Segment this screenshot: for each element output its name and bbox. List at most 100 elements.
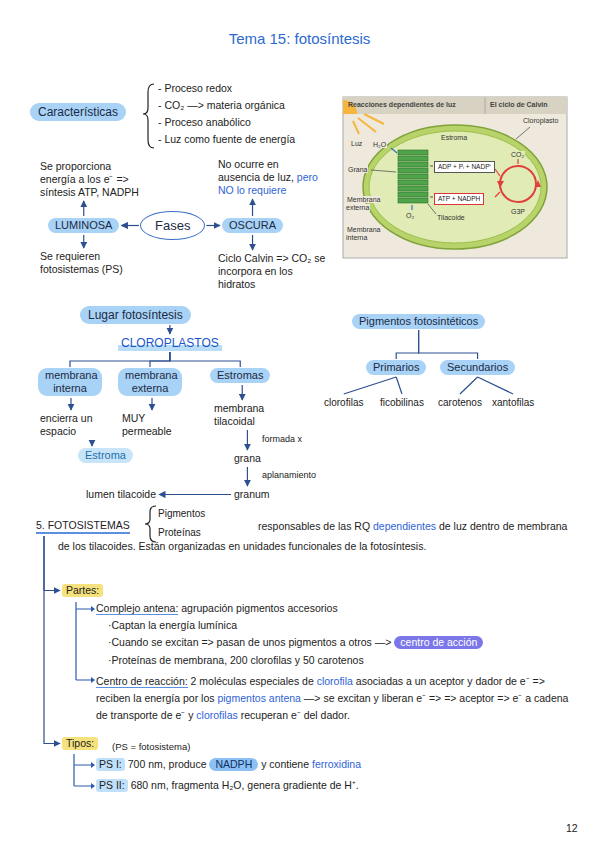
reaction-box: ADP + Pᵢ + NADP⁺	[434, 161, 495, 173]
text-block: (PS = fotosistema)	[112, 740, 190, 753]
node-text: centro de acción	[400, 636, 477, 648]
node-text: NADPH	[215, 758, 252, 770]
node-text: membrana externa	[125, 369, 178, 394]
connector	[70, 352, 170, 367]
text-block: PS II: 680 nm, fragmenta H₂O, genera grad…	[96, 779, 576, 792]
text-block: MUY permeable	[122, 412, 194, 438]
node-text: PS II:	[99, 779, 125, 791]
leader-arrow	[151, 398, 152, 410]
branch-line	[74, 754, 91, 786]
note-text: ·Cuando se excitan => pasan de unos pigm…	[108, 636, 391, 648]
grana-stack	[398, 150, 428, 203]
node-text: Estromas	[217, 369, 263, 381]
connector	[170, 352, 240, 367]
tree-line	[460, 377, 478, 394]
reaction-box: ATP + NADPH	[434, 193, 484, 205]
subheading: Partes:	[62, 584, 103, 597]
part-pill: membrana interna	[38, 368, 102, 396]
bracket	[143, 84, 154, 148]
leader-arrow	[247, 430, 248, 450]
note-text: Se requieren fotosistemas (PS)	[40, 250, 123, 275]
text-block: grana	[234, 452, 261, 465]
text-block: Proteínas	[158, 526, 201, 539]
panel-header	[343, 97, 567, 114]
note-text: encierra un espacio	[40, 412, 93, 437]
node-text: OSCURA	[229, 219, 276, 231]
note-text: Reacciones dependientes de luz	[348, 101, 456, 108]
tree-line	[478, 377, 514, 394]
text-block: Secundarios	[440, 360, 515, 375]
connector	[44, 536, 60, 591]
note-text: Tilacoide	[436, 214, 466, 221]
text-block: Estroma	[78, 448, 133, 463]
note-text: 2 moléculas especiales de	[191, 675, 314, 687]
branch-arrowhead	[91, 762, 95, 789]
text-block: PS I:700 nm, produceNADPHy contieneferro…	[96, 758, 576, 771]
connector	[206, 225, 220, 226]
calvin-cycle	[500, 166, 536, 202]
product-pill: NADPH	[209, 758, 258, 771]
group-pill: Primarios	[366, 360, 426, 375]
note-text: - Proceso redox	[158, 80, 343, 97]
text-block: ficobilinas	[380, 396, 424, 409]
text-block: - Proceso redox- CO₂ —> materia orgánica…	[158, 80, 343, 148]
leader-arrow	[70, 398, 71, 410]
text-block: OSCURA	[222, 218, 283, 233]
text-block: clorofilas	[324, 396, 363, 409]
part-pill: Estromas	[210, 368, 270, 383]
note-text: ficobilinas	[380, 397, 424, 408]
type-highlight: PS I:	[96, 758, 125, 771]
text-block: H₂O	[372, 141, 387, 149]
leader-arrow	[252, 199, 253, 216]
thylakoid-disc	[398, 174, 428, 179]
text-block: Lugar fotosíntesis	[80, 306, 191, 324]
note-text: Centro de reacción:	[96, 675, 188, 688]
thylakoid-disc	[398, 162, 428, 167]
highlight-pill: centro de acción	[394, 636, 483, 649]
connector	[169, 325, 170, 334]
note-text: lumen tilacoide	[86, 488, 156, 500]
leader-arrow	[83, 201, 84, 216]
text-block: Tilacoide	[436, 214, 466, 222]
note-text: dependientes	[373, 520, 436, 532]
note-text: (PS = fotosistema)	[112, 741, 190, 752]
phase-oval: Fases	[140, 211, 205, 240]
leader-arrow	[242, 385, 243, 400]
note-text: - CO₂ —> materia orgánica	[158, 97, 343, 114]
note-text: clorofilas	[324, 397, 363, 408]
type-highlight: PS II:	[96, 779, 128, 792]
note-text: - Luz como fuente de energía	[158, 131, 343, 148]
note-text: G3P	[510, 208, 526, 215]
water-arrow	[391, 148, 397, 153]
note-text: carotenos	[438, 397, 482, 408]
text-block: Partes:	[62, 584, 103, 597]
note-text: Pigmentos	[158, 508, 205, 519]
note-text: responsables de las RQ	[258, 520, 370, 532]
cycle-link	[495, 192, 500, 197]
light-ray	[364, 114, 384, 124]
note-text: CO₂	[510, 151, 525, 158]
cycle-link	[495, 169, 500, 176]
note-text: aplanamiento	[262, 470, 316, 480]
note-text: ·Proteínas de membrana, 200 clorofilas y…	[108, 654, 364, 666]
note-text: clorofila	[317, 675, 353, 687]
node-text: Tipos:	[66, 737, 94, 749]
note-text: 700 nm, produce	[128, 758, 207, 770]
tree-line	[344, 377, 396, 394]
note-text: 680 nm, fragmenta H₂O, genera gradiente …	[131, 779, 359, 791]
note-text: H₂O	[372, 141, 387, 148]
note-text: clorofilas	[196, 709, 237, 721]
note-text: Membrana interna	[346, 226, 380, 241]
text-block: Características	[30, 103, 126, 121]
leader-arrow	[247, 467, 248, 486]
text-block: CO₂	[510, 151, 525, 159]
text-block: CLOROPLASTOS	[118, 336, 222, 351]
text-block: Tema 15: fotosíntesis	[0, 30, 599, 48]
note-text: granum	[234, 488, 270, 500]
outer-membrane	[363, 125, 547, 249]
note-text: - Proceso anabólico	[158, 114, 343, 131]
text-block: Se proporciona energía a los e⁻ => sínte…	[40, 160, 140, 199]
text-block: Grana	[347, 166, 368, 174]
light-ray	[358, 118, 376, 132]
text-block: Se requieren fotosistemas (PS)	[40, 250, 140, 276]
